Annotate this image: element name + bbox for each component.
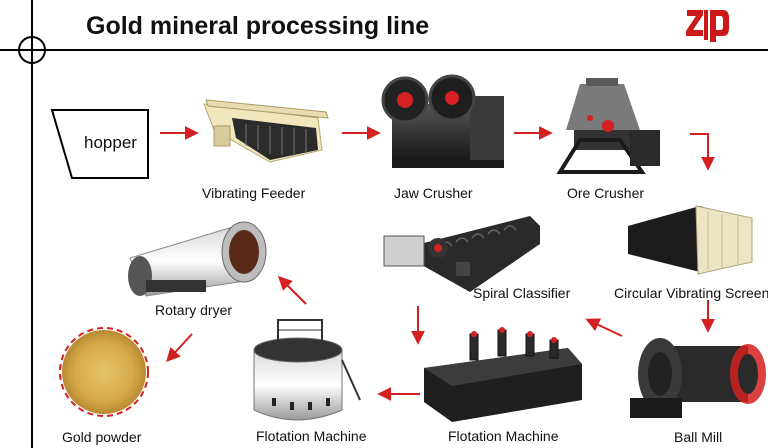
vibrating-feeder-label: Vibrating Feeder bbox=[202, 185, 306, 201]
cone-crusher-icon bbox=[556, 78, 660, 174]
ore-crusher-label: Ore Crusher bbox=[567, 185, 645, 201]
brand-logo bbox=[686, 10, 729, 42]
hopper-label: hopper bbox=[84, 133, 137, 152]
gold-powder-icon bbox=[59, 327, 149, 417]
rotary-dryer-icon bbox=[128, 221, 267, 297]
circular-vibrating-screen-label: Circular Vibrating Screen bbox=[614, 285, 768, 301]
rotary-dryer-label: Rotary dryer bbox=[155, 302, 233, 318]
flotation-machine-2-label: Flotation Machine bbox=[448, 428, 559, 444]
ball-mill-icon bbox=[630, 338, 766, 418]
hopper-icon bbox=[50, 109, 149, 179]
flow-arrows bbox=[160, 126, 715, 401]
flotation-machine-2-icon bbox=[424, 327, 582, 422]
flotation-machine-1-label: Flotation Machine bbox=[256, 428, 367, 444]
jaw-crusher-label: Jaw Crusher bbox=[394, 185, 473, 201]
page-title: Gold mineral processing line bbox=[86, 12, 430, 40]
ball-mill-label: Ball Mill bbox=[674, 429, 723, 445]
flotation-machine-1-icon bbox=[253, 319, 361, 421]
jaw-crusher-icon bbox=[381, 74, 504, 168]
gold-powder-label: Gold powder bbox=[62, 429, 142, 445]
spiral-classifier-label: Spiral Classifier bbox=[473, 285, 571, 301]
circular-vibrating-screen-icon bbox=[628, 205, 753, 275]
spiral-classifier-icon bbox=[383, 216, 540, 292]
vibrating-feeder-icon bbox=[203, 99, 329, 163]
